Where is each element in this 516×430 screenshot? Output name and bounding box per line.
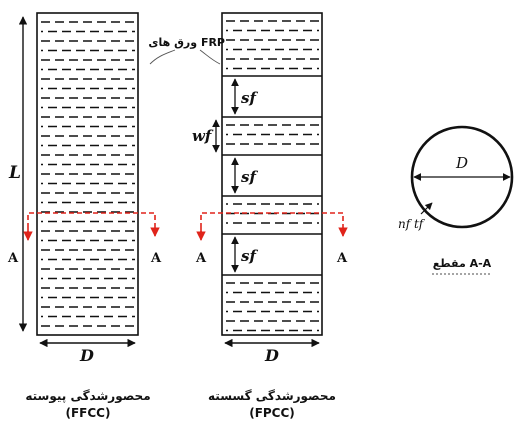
section-title: مقطع A-A: [433, 257, 492, 270]
ffcc-wrap-dashes: [41, 21, 135, 327]
thickness-label: nf tf: [398, 217, 426, 231]
fpcc-caption-title: محصورشدگی گسسته: [208, 389, 336, 404]
spacing-label-3: sf: [241, 247, 258, 265]
ffcc-diameter-dimension: D: [39, 338, 136, 365]
frp-sheets-label: ورق های FRP: [148, 36, 225, 49]
ffcc-caption-code: (FFCC): [66, 406, 111, 420]
ffcc-column-outline: [36, 12, 139, 336]
fpcc-cut-label-left: A: [195, 251, 207, 266]
section-diameter-label: D: [455, 154, 468, 172]
cross-section-circle: [410, 125, 514, 229]
fpcc-caption-code: (FPCC): [249, 406, 295, 420]
fpcc-cut-label-right: A: [336, 251, 348, 266]
ffcc-caption-title: محصورشدگی پیوسته: [25, 389, 150, 404]
ffcc-cut-label-right: A: [150, 251, 162, 266]
frp-sheets-callout: ورق های FRP: [148, 36, 225, 65]
length-label: L: [8, 163, 21, 183]
fpcc-wrap-dashes: [226, 20, 319, 332]
fpcc-strip-boundaries: [222, 75, 322, 276]
fpcc-column: [221, 12, 323, 336]
width-label: wf: [192, 127, 214, 145]
fpcc-diameter-label: D: [264, 346, 279, 365]
spacing-label-1: sf: [241, 89, 258, 107]
length-dimension: L: [8, 16, 28, 332]
ffcc-section-cut: A A: [7, 212, 162, 266]
captions: محصورشدگی پیوسته (FFCC) محصورشدگی گسسته …: [25, 389, 336, 420]
cross-section: D nf tf مقطع A-A: [398, 125, 514, 275]
spacing-dimensions: [212, 78, 239, 273]
fpcc-column-outline: [221, 12, 323, 336]
ffcc-column: [36, 12, 139, 336]
fpcc-diameter-dimension: D: [224, 338, 320, 365]
ffcc-cut-label-left: A: [7, 251, 19, 266]
spacing-label-2: sf: [241, 168, 258, 186]
ffcc-diameter-label: D: [79, 346, 94, 365]
fpcc-section-cut: A A: [195, 212, 348, 266]
